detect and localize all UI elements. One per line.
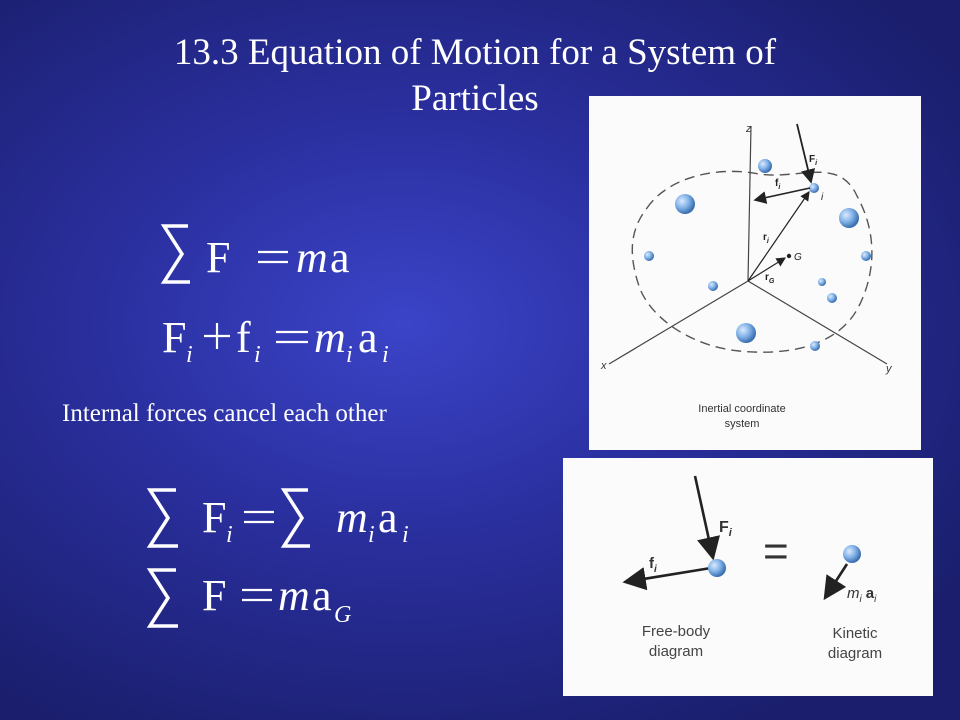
label-rG: rG	[765, 272, 775, 285]
eq4-a-sub: G	[334, 602, 351, 628]
particle	[736, 323, 756, 343]
x-axis	[608, 280, 749, 365]
eq2-m: m	[314, 313, 346, 362]
eq2-a-sub: i	[382, 342, 389, 368]
axis-y-label: y	[885, 363, 893, 375]
eq3-m-sub: i	[368, 522, 375, 548]
summation-symbol	[160, 224, 190, 284]
eq3-a: a	[378, 493, 398, 542]
eq4-m: m	[278, 571, 310, 620]
eq4-a: a	[312, 571, 332, 620]
summation-symbol	[146, 568, 178, 628]
label-G: G	[794, 252, 802, 263]
eq2-m-sub: i	[346, 342, 353, 368]
center-of-mass-point	[786, 253, 792, 259]
eq3-F-sub: i	[226, 522, 233, 548]
particle	[827, 293, 837, 303]
caption-free-body-2: diagram	[649, 643, 703, 660]
eq2-a: a	[358, 313, 378, 362]
label-i: i	[821, 192, 824, 203]
position-vector-rG	[747, 257, 787, 282]
particle	[758, 159, 772, 173]
equation-particle: F i f i m i a i	[160, 308, 410, 372]
label-ri: ri	[763, 232, 770, 245]
particle	[861, 251, 871, 261]
particle	[708, 281, 718, 291]
caption-kinetic-2: diagram	[828, 645, 882, 662]
equation-center-of-mass: F m a G	[146, 566, 376, 630]
internal-force-arrow	[753, 187, 811, 204]
eq2-F: F	[162, 313, 186, 362]
title-line-2: Particles	[411, 78, 539, 119]
particle	[675, 194, 695, 214]
position-vector-ri	[747, 191, 810, 282]
eq2-f-sub: i	[254, 342, 261, 368]
particle	[818, 278, 826, 286]
particle-free-body	[708, 559, 726, 577]
particle-kinetic	[843, 545, 861, 563]
z-axis	[747, 125, 752, 282]
axis-z-label: z	[745, 123, 752, 135]
title-line-1: 13.3 Equation of Motion for a System of	[173, 32, 777, 73]
label-fi: fi	[775, 178, 781, 191]
slide-title: 13.3 Equation of Motion for a System of …	[0, 30, 950, 122]
particle	[810, 341, 820, 351]
equals-sign: =	[763, 527, 789, 576]
label-fi: fi	[649, 555, 657, 575]
caption-free-body-1: Free-body	[642, 623, 711, 640]
caption-line-2: system	[725, 418, 760, 430]
internal-force-arrow	[622, 566, 712, 591]
axis-x-label: x	[600, 360, 607, 372]
internal-forces-note: Internal forces cancel each other	[62, 400, 387, 427]
summation-symbol	[280, 488, 310, 548]
eq3-F: F	[202, 493, 226, 542]
eq3-m: m	[336, 493, 368, 542]
eq2-F-sub: i	[186, 342, 193, 368]
inertia-vector-arrow	[823, 563, 849, 601]
eq2-f: f	[236, 313, 251, 362]
system-boundary	[631, 170, 873, 353]
equation-sum-f-ma: F m a	[160, 222, 360, 286]
eq4-F: F	[202, 571, 226, 620]
caption-kinetic-1: Kinetic	[832, 625, 878, 642]
eq1-accel: a	[330, 233, 350, 282]
particle	[839, 208, 859, 228]
summation-symbol	[146, 488, 178, 548]
caption-line-1: Inertial coordinate	[698, 403, 785, 415]
eq1-force: F	[206, 233, 230, 282]
external-force-arrow	[796, 123, 816, 184]
eq3-a-sub: i	[402, 522, 409, 548]
system-of-particles-figure: z x y Fi fi i ri rG G Inertial coordinat…	[589, 96, 921, 450]
label-Fi: Fi	[809, 154, 818, 167]
y-axis	[747, 280, 888, 365]
particle-i	[809, 183, 819, 193]
equation-sum-particles: F i m i a i	[146, 486, 426, 550]
external-force-arrow	[693, 475, 720, 561]
eq1-mass: m	[296, 233, 328, 282]
label-Fi: Fi	[719, 519, 733, 539]
particle	[644, 251, 654, 261]
